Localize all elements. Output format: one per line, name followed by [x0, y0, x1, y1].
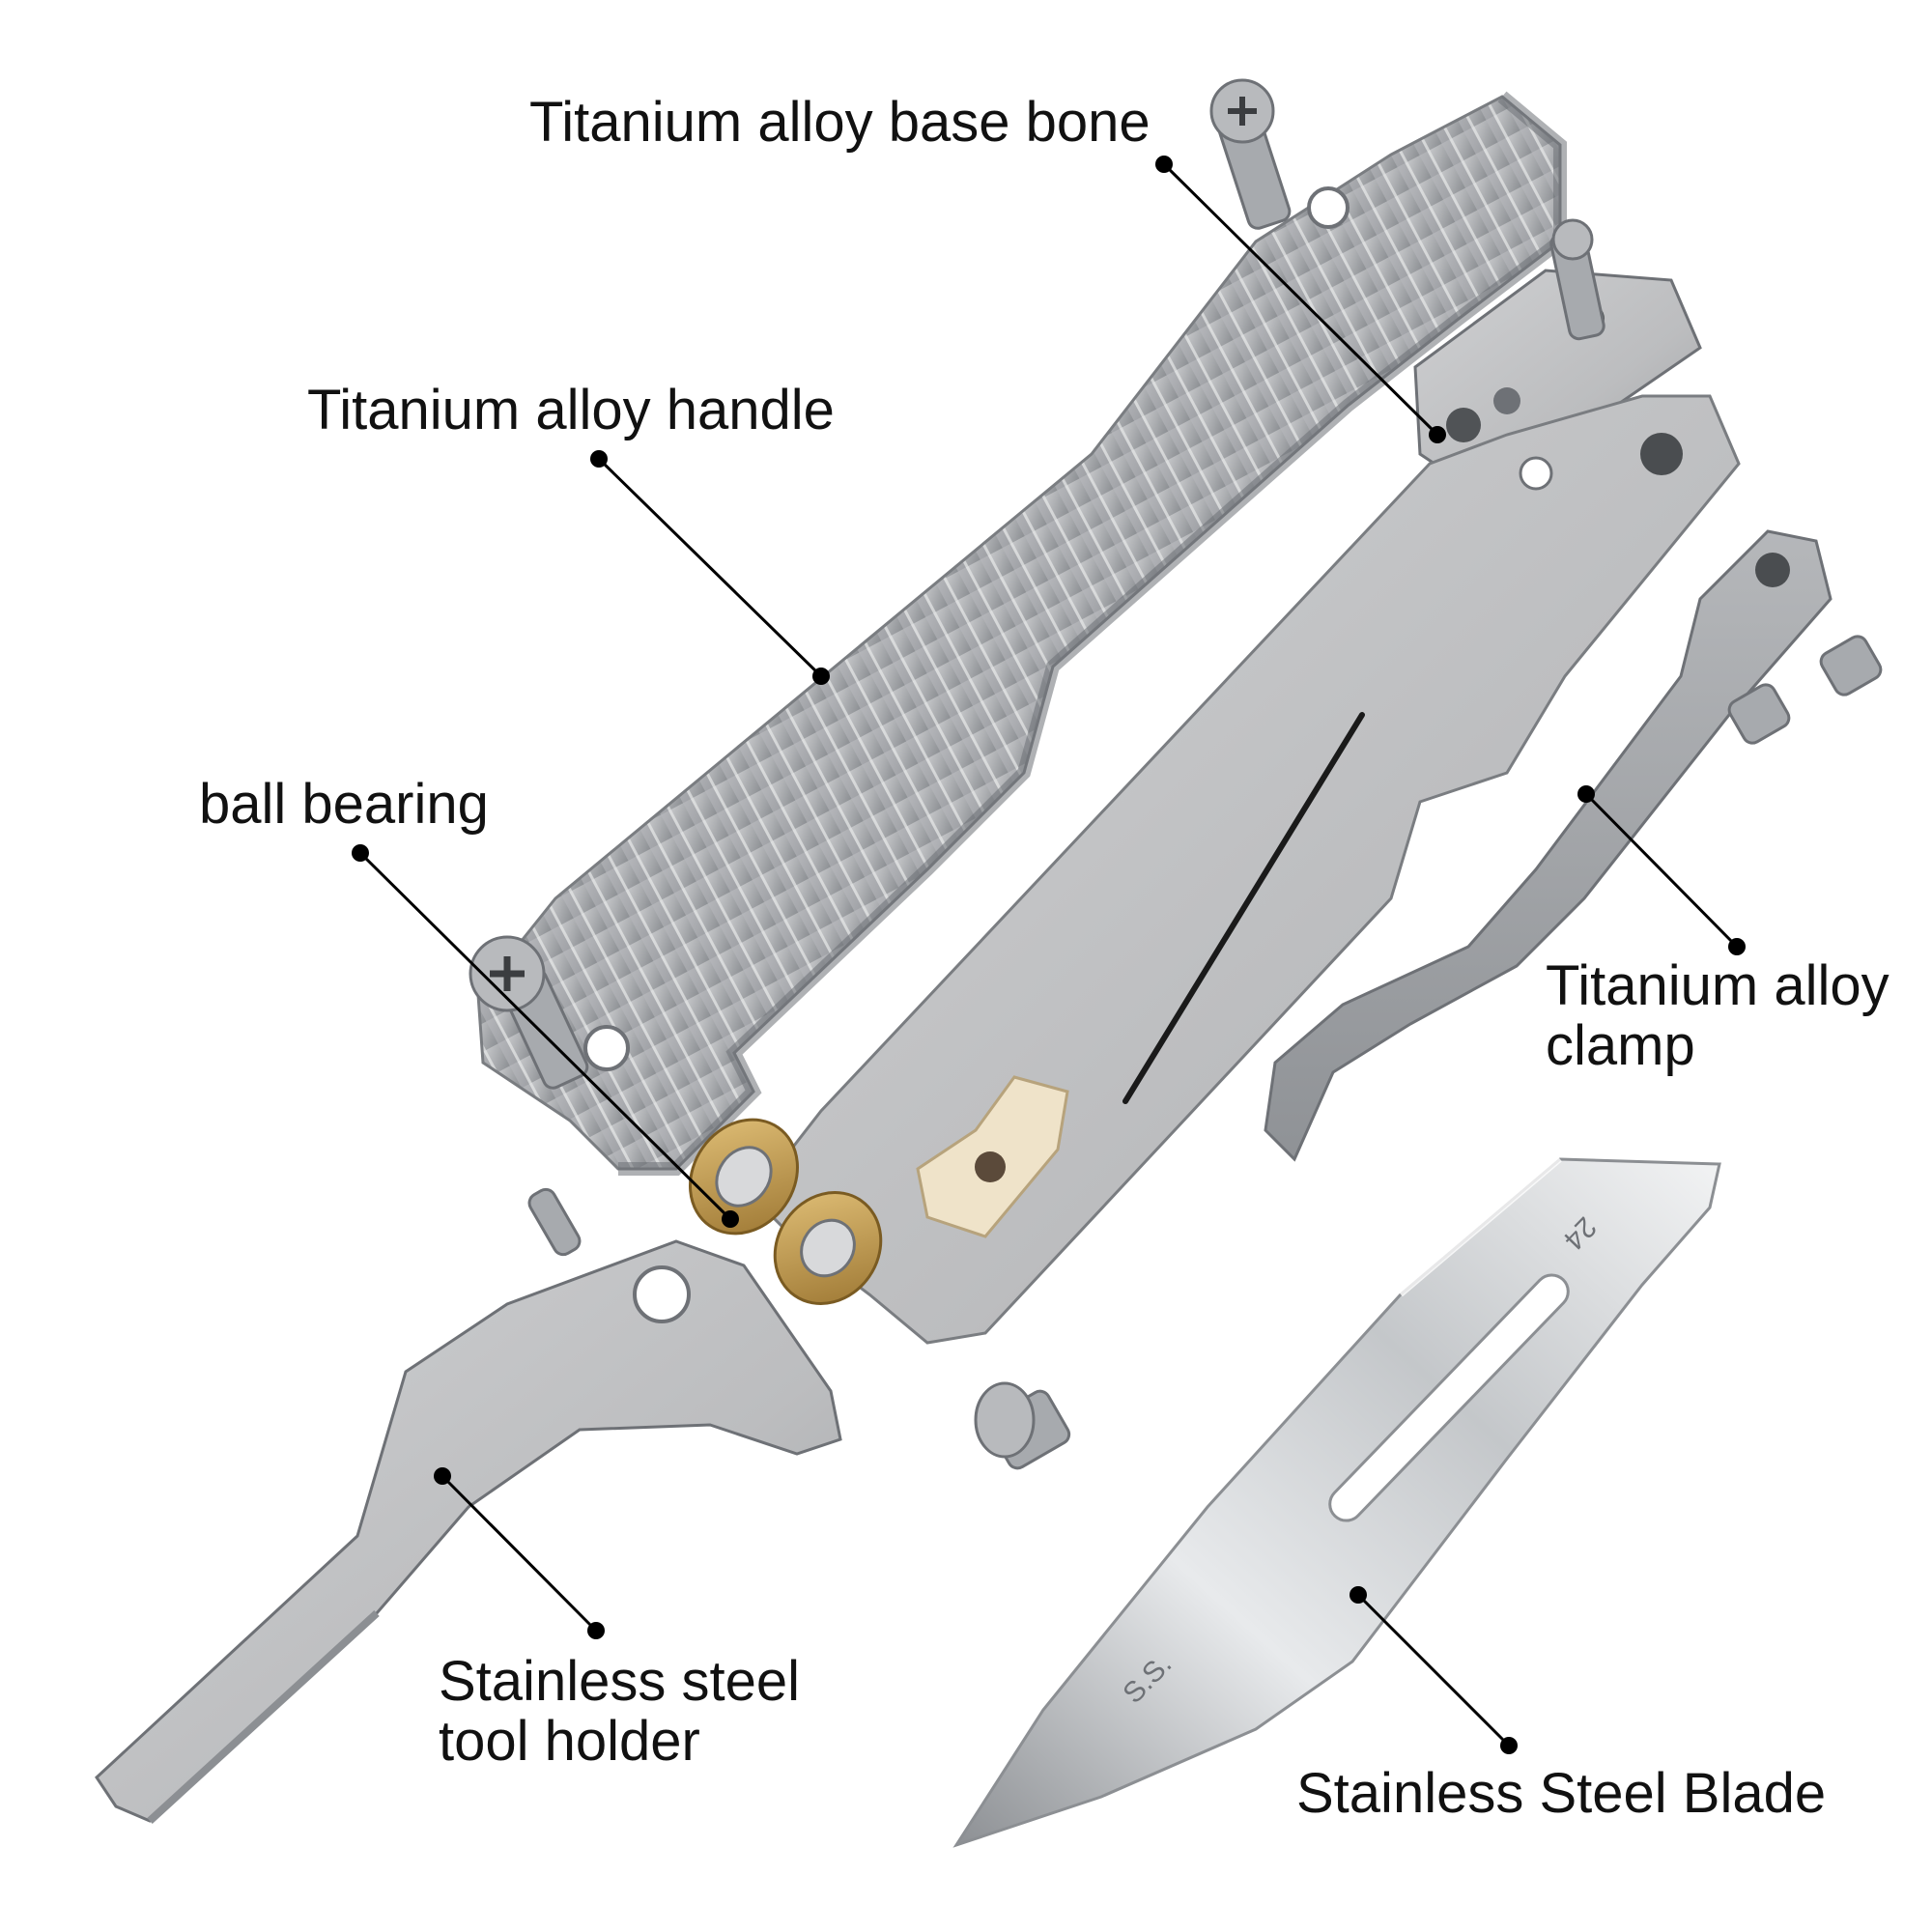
- label-line: Stainless steel: [439, 1650, 800, 1713]
- label-tool-holder: Stainless steel tool holder: [439, 1652, 800, 1772]
- label-line: tool holder: [439, 1710, 700, 1773]
- label-line: Stainless Steel Blade: [1296, 1762, 1827, 1825]
- small-pin: [527, 1187, 582, 1257]
- label-titanium-base-bone: Titanium alloy base bone: [529, 93, 1151, 153]
- inner-liner-plate: [752, 394, 1741, 1345]
- label-stainless-blade: Stainless Steel Blade: [1296, 1764, 1826, 1824]
- lower-screw: [974, 1381, 1071, 1470]
- label-titanium-handle: Titanium alloy handle: [307, 381, 835, 440]
- blade-slot: [1328, 1273, 1570, 1522]
- label-titanium-clamp: Titanium alloy clamp: [1546, 956, 1889, 1076]
- label-line: Titanium alloy: [1546, 954, 1889, 1017]
- ball-bearing-lower: [773, 1191, 883, 1305]
- tool-holder-part: [95, 1239, 842, 1824]
- leader-clamp: [1577, 785, 1746, 955]
- leader-bearing: [352, 844, 739, 1228]
- label-ball-bearing: ball bearing: [199, 775, 489, 835]
- label-line: clamp: [1546, 1014, 1695, 1077]
- titanium-clamp-part: [1264, 529, 1883, 1162]
- leader-handle: [590, 450, 830, 685]
- handle-screw-bottom: [469, 935, 589, 1090]
- titanium-base-bone-part: [1413, 218, 1702, 495]
- label-line: Titanium alloy handle: [307, 379, 835, 441]
- leader-blade: [1350, 1586, 1518, 1754]
- liner-slot: [1122, 712, 1365, 1104]
- label-line: ball bearing: [199, 773, 489, 836]
- scalpel-blade-part: 24 S.S.: [952, 1156, 1721, 1848]
- handle-top-hole: [1307, 186, 1350, 229]
- handle-pivot-hole: [583, 1025, 630, 1071]
- handle-screw-top: [1209, 78, 1292, 230]
- leader-holder: [434, 1467, 605, 1639]
- leader-base-bone: [1155, 156, 1446, 443]
- label-line: Titanium alloy base bone: [529, 91, 1151, 154]
